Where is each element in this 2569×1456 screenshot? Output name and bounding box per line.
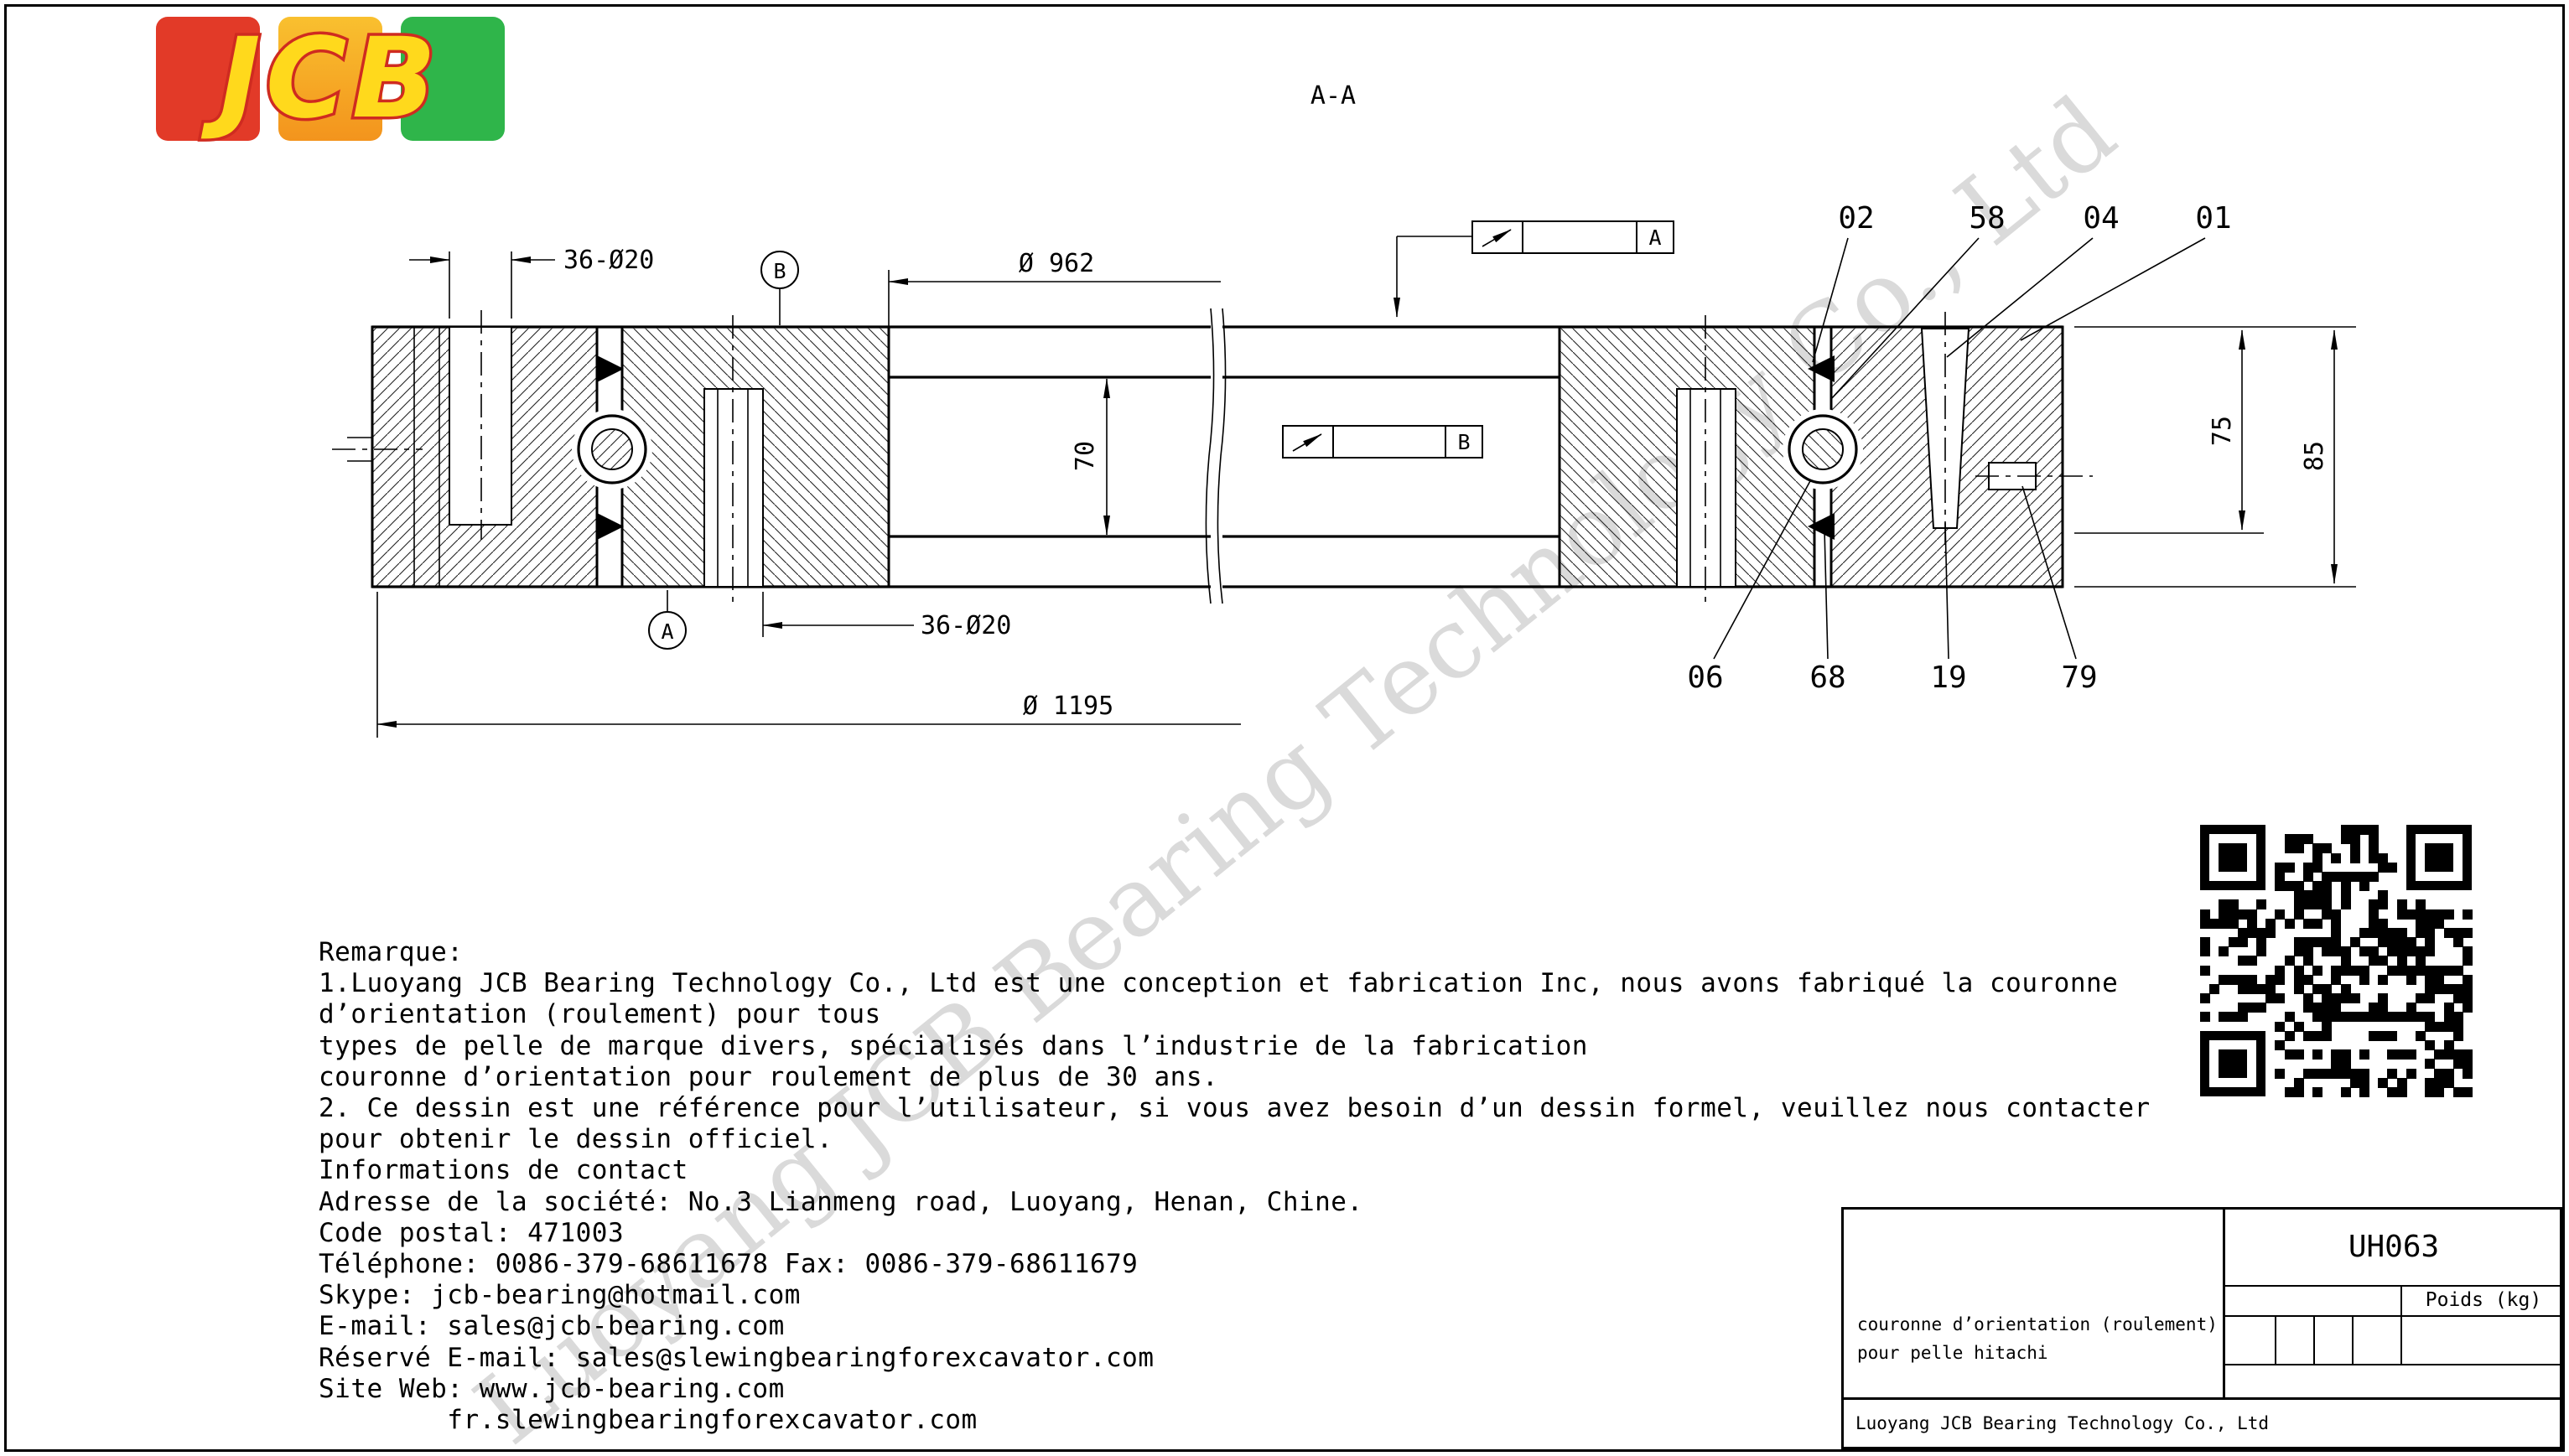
svg-text:A: A <box>661 619 673 644</box>
detail-marker-a: A <box>648 590 687 650</box>
svg-text:B: B <box>773 259 786 283</box>
bearing-cross-section <box>347 308 2064 604</box>
dimension-inner-bolt-holes: 36-Ø20 <box>762 592 1011 640</box>
logo-yellow-block <box>278 17 382 141</box>
callout-02: 02 <box>1838 201 1874 236</box>
qr-finder-top-right <box>2406 825 2472 890</box>
title-block-divider <box>1844 1397 2560 1400</box>
title-block-divider <box>2275 1315 2276 1365</box>
part-callouts-bottom: 06 68 19 79 <box>1687 479 2098 695</box>
part-description: couronne d’orientation (roulement) pour … <box>1857 1314 2218 1363</box>
weight-label: Poids (kg) <box>2425 1289 2542 1311</box>
callout-79: 79 <box>2061 661 2097 695</box>
dimension-raceway-height: 70 <box>1071 378 1110 536</box>
title-block-divider <box>2352 1315 2354 1365</box>
logo-green-block <box>401 17 505 141</box>
centerlines <box>332 310 2093 607</box>
title-block-divider <box>2223 1285 2560 1287</box>
part-callouts-top: 02 58 04 01 <box>1812 201 2232 400</box>
callout-04: 04 <box>2083 201 2119 236</box>
section-view-label: A-A <box>1310 81 1356 111</box>
svg-text:85: 85 <box>2300 441 2329 471</box>
dimension-outer-diameter: Ø 1195 <box>376 592 1241 738</box>
title-block-divider <box>2223 1210 2225 1397</box>
callout-58: 58 <box>1969 201 2005 236</box>
dimension-height-85: 85 <box>2074 326 2356 588</box>
callout-19: 19 <box>1930 661 1966 695</box>
section-cut-marker-a: A <box>1393 220 1674 318</box>
svg-text:Ø 1195: Ø 1195 <box>1023 692 1113 721</box>
logo-letters: JCB <box>216 14 442 144</box>
callout-68: 68 <box>1809 661 1845 695</box>
svg-text:B: B <box>1457 430 1470 454</box>
svg-text:36-Ø20: 36-Ø20 <box>563 246 654 275</box>
dimension-outer-bolt-holes: 36-Ø20 <box>409 246 654 319</box>
callout-06: 06 <box>1687 661 1723 695</box>
qr-finder-bottom-left <box>2200 1031 2265 1096</box>
dimension-bore-diameter: Ø 962 <box>888 249 1221 372</box>
qr-finder-top-left <box>2200 825 2265 890</box>
detail-marker-b: B <box>760 251 799 325</box>
model-number: UH063 <box>2348 1230 2440 1264</box>
logo-red-block <box>156 17 260 141</box>
callout-01: 01 <box>2195 201 2231 236</box>
dimension-height-75: 75 <box>2074 329 2264 534</box>
section-cut-marker-b: B <box>1282 425 1483 459</box>
jcb-logo: JCB <box>156 14 505 144</box>
notes-block: Remarque: 1.Luoyang JCB Bearing Technolo… <box>319 937 2151 1436</box>
svg-text:A: A <box>1648 225 1661 250</box>
svg-text:Ø 962: Ø 962 <box>1019 249 1094 278</box>
title-block-divider <box>2223 1364 2560 1365</box>
svg-text:36-Ø20: 36-Ø20 <box>921 611 1011 640</box>
title-block: UH063 Poids (kg) couronne d’orientation … <box>1841 1207 2562 1449</box>
company-name: Luoyang JCB Bearing Technology Co., Ltd <box>1855 1413 2270 1433</box>
svg-text:70: 70 <box>1071 441 1100 471</box>
svg-text:75: 75 <box>2208 416 2237 446</box>
title-block-divider <box>2313 1315 2315 1365</box>
title-block-divider <box>2223 1315 2560 1317</box>
qr-code <box>2200 825 2473 1097</box>
title-block-divider <box>2400 1285 2402 1365</box>
